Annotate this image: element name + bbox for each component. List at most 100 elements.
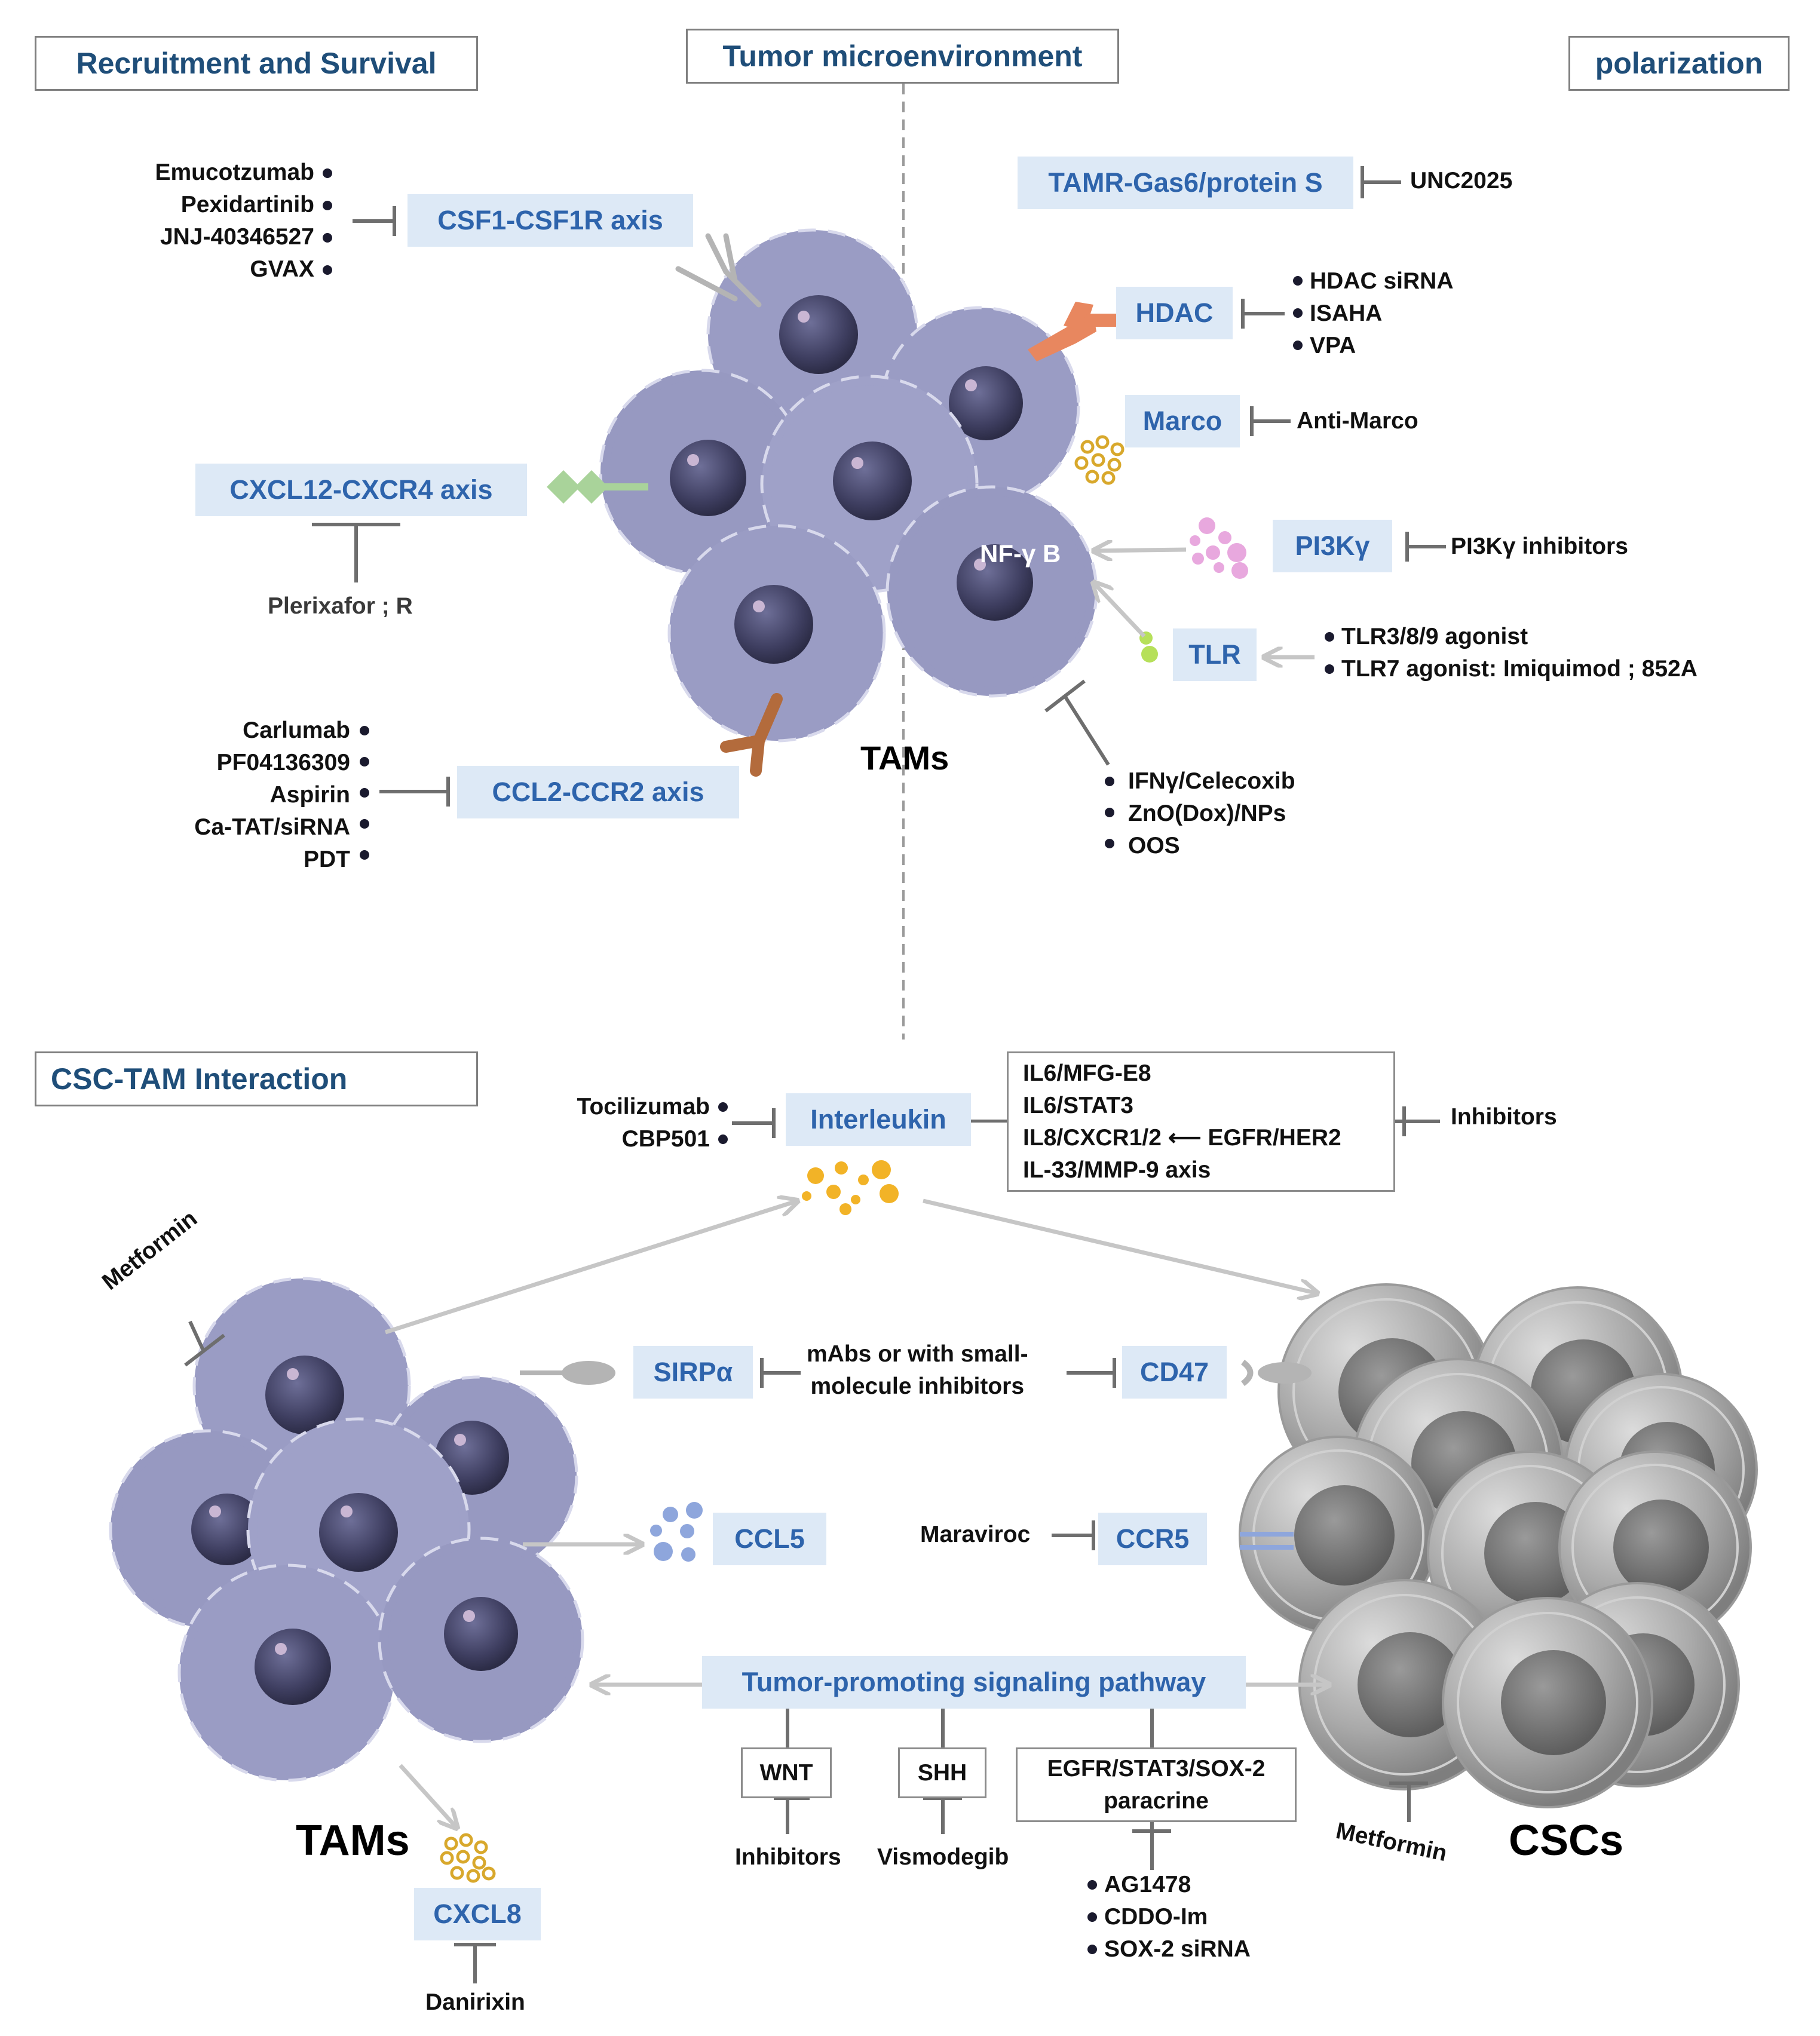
target-tamr: TAMR-Gas6/protein S <box>1018 157 1353 209</box>
interleukin-drug-list: Tocilizumab CBP501 <box>577 1091 710 1155</box>
axis-item: IL6/MFG-E8 <box>1023 1060 1151 1086</box>
tamr-drug: UNC2025 <box>1410 168 1513 194</box>
ccr5-drug: Maraviroc <box>920 1522 1031 1547</box>
ccr5-inhibit <box>1052 1520 1095 1550</box>
drug-item: HDAC siRNA <box>1310 268 1454 294</box>
interleukin-inhibit <box>732 1108 776 1138</box>
pi3k-drug: PI3Kγ inhibitors <box>1451 533 1628 559</box>
csf1-inhibit <box>353 206 396 236</box>
ccl5-particles <box>650 1502 703 1562</box>
header-polarization: polarization <box>1568 36 1790 91</box>
header-recruitment: Recruitment and Survival <box>35 36 478 91</box>
pi3k-to-nfkb-arrow <box>1093 550 1187 551</box>
tam-cell <box>599 369 805 575</box>
target-pi3k: PI3Kγ <box>1273 520 1392 572</box>
tam-to-interleukin-arrow <box>384 1201 798 1335</box>
cxcr4-receptor <box>547 470 648 504</box>
interleukin-axes-box: IL6/MFG-E8 IL6/STAT3 IL8/CXCR1/2 ⟵ EGFR/… <box>1007 1051 1395 1192</box>
hdac-receptor <box>1028 302 1120 361</box>
csf1r-receptor <box>675 233 762 308</box>
sirpa-receptor <box>520 1361 615 1385</box>
wnt-inhibit <box>774 1709 810 1834</box>
wnt-drug: Inhibitors <box>735 1844 841 1870</box>
drug-item: GVAX <box>250 256 314 282</box>
marco-drug: Anti-Marco <box>1297 408 1418 434</box>
sirpa-cd47-drug: mAbs or with small- molecule inhibitors <box>807 1338 1028 1403</box>
target-pathway: Tumor-promoting signaling pathway <box>702 1656 1246 1709</box>
drug-item: PDT <box>304 847 350 872</box>
marco-inhibit <box>1250 406 1291 436</box>
nfkb-inhibit <box>1044 679 1110 766</box>
tam-cluster-bottom <box>109 1277 584 1782</box>
sirpa-inhibit <box>760 1358 801 1388</box>
tam-cluster-top <box>599 228 1098 743</box>
target-tlr: TLR <box>1173 628 1257 681</box>
target-cd47: CD47 <box>1122 1346 1227 1399</box>
tam-cell <box>177 1563 396 1782</box>
interleukin-to-csc-arrow <box>923 1198 1317 1293</box>
header-interaction: CSC-TAM Interaction <box>35 1051 478 1106</box>
drug-item: PF04136309 <box>216 750 350 775</box>
csc-cluster <box>1239 1283 1758 1808</box>
drug-item: Tocilizumab <box>577 1094 710 1120</box>
hdac-inhibit <box>1241 299 1285 329</box>
shh-drug: Vismodegib <box>877 1844 1009 1870</box>
tams-label-bottom: TAMs <box>296 1817 410 1865</box>
header-microenvironment: Tumor microenvironment <box>686 29 1119 84</box>
cxcl12-drug: Plerixafor ; R <box>268 593 413 619</box>
shh-inhibit <box>923 1709 962 1834</box>
axis-item: IL-33/MMP-9 axis <box>1023 1157 1211 1183</box>
drug-item: TLR7 agonist: Imiquimod ; 852A <box>1341 656 1698 682</box>
axis-item: IL8/CXCR1/2 ⟵ EGFR/HER2 <box>1023 1124 1341 1151</box>
shh-box: SHH <box>898 1747 986 1798</box>
metformin-tam-inhibit <box>184 1320 225 1367</box>
tam-cell <box>378 1537 584 1743</box>
tam-cell <box>667 524 886 743</box>
pi3k-inhibit <box>1405 532 1446 562</box>
target-cxcl12: CXCL12-CXCR4 axis <box>195 464 527 516</box>
interleukin-particles <box>802 1160 899 1215</box>
target-cxcl8: CXCL8 <box>414 1888 541 1940</box>
drug-item: CDDO-Im <box>1104 1904 1208 1930</box>
cscs-label: CSCs <box>1509 1817 1624 1865</box>
target-marco: Marco <box>1125 395 1240 447</box>
drug-item: AG1478 <box>1104 1872 1191 1897</box>
cd47-ligand <box>1240 1359 1312 1387</box>
interleukin-axes-inhibit <box>1395 1106 1440 1136</box>
interleukin-inhibitors: Inhibitors <box>1451 1104 1557 1130</box>
drug-line: molecule inhibitors <box>810 1373 1025 1399</box>
drug-item: CBP501 <box>621 1126 710 1152</box>
drug-item: Emucotzumab <box>155 160 314 185</box>
ccr2-receptor <box>720 693 783 777</box>
tam-to-cxcl8-arrow <box>399 1764 457 1828</box>
pi3k-particles <box>1190 517 1248 579</box>
drug-item: ZnO(Dox)/NPs <box>1128 801 1286 826</box>
tams-label-top: TAMs <box>860 739 949 777</box>
cxcl8-drug: Danirixin <box>425 1989 525 2015</box>
drug-item: JNJ-40346527 <box>160 224 314 250</box>
drug-item: Aspirin <box>269 782 350 808</box>
drug-line: mAbs or with small- <box>807 1341 1028 1367</box>
target-ccl5: CCL5 <box>713 1513 826 1565</box>
marco-particles <box>1074 435 1125 485</box>
drug-item: ISAHA <box>1310 301 1383 326</box>
egfr-inhibit <box>1132 1709 1171 1870</box>
ccl2-inhibit <box>379 777 450 807</box>
drug-item: Ca-TAT/siRNA <box>194 814 350 840</box>
cxcl8-inhibit <box>454 1943 496 1983</box>
drug-item: TLR3/8/9 agonist <box>1341 624 1528 649</box>
tlr-to-nfkb-arrow <box>1093 582 1146 638</box>
drug-item: Pexidartinib <box>180 192 314 217</box>
drug-item: VPA <box>1310 333 1356 358</box>
target-ccr5: CCR5 <box>1098 1513 1207 1565</box>
drug-item: IFNγ/Celecoxib <box>1128 768 1295 794</box>
egfr-line: paracrine <box>1104 1787 1209 1814</box>
cd47-inhibit <box>1067 1358 1116 1388</box>
egfr-drug-list: AG1478 CDDO-Im SOX-2 siRNA <box>1104 1869 1251 1966</box>
wnt-box: WNT <box>741 1747 832 1798</box>
ccr5-receptor <box>1240 1532 1294 1550</box>
csc-cell <box>1442 1597 1653 1808</box>
bullet-dots <box>323 168 1334 1954</box>
target-csf1: CSF1-CSF1R axis <box>407 194 693 247</box>
